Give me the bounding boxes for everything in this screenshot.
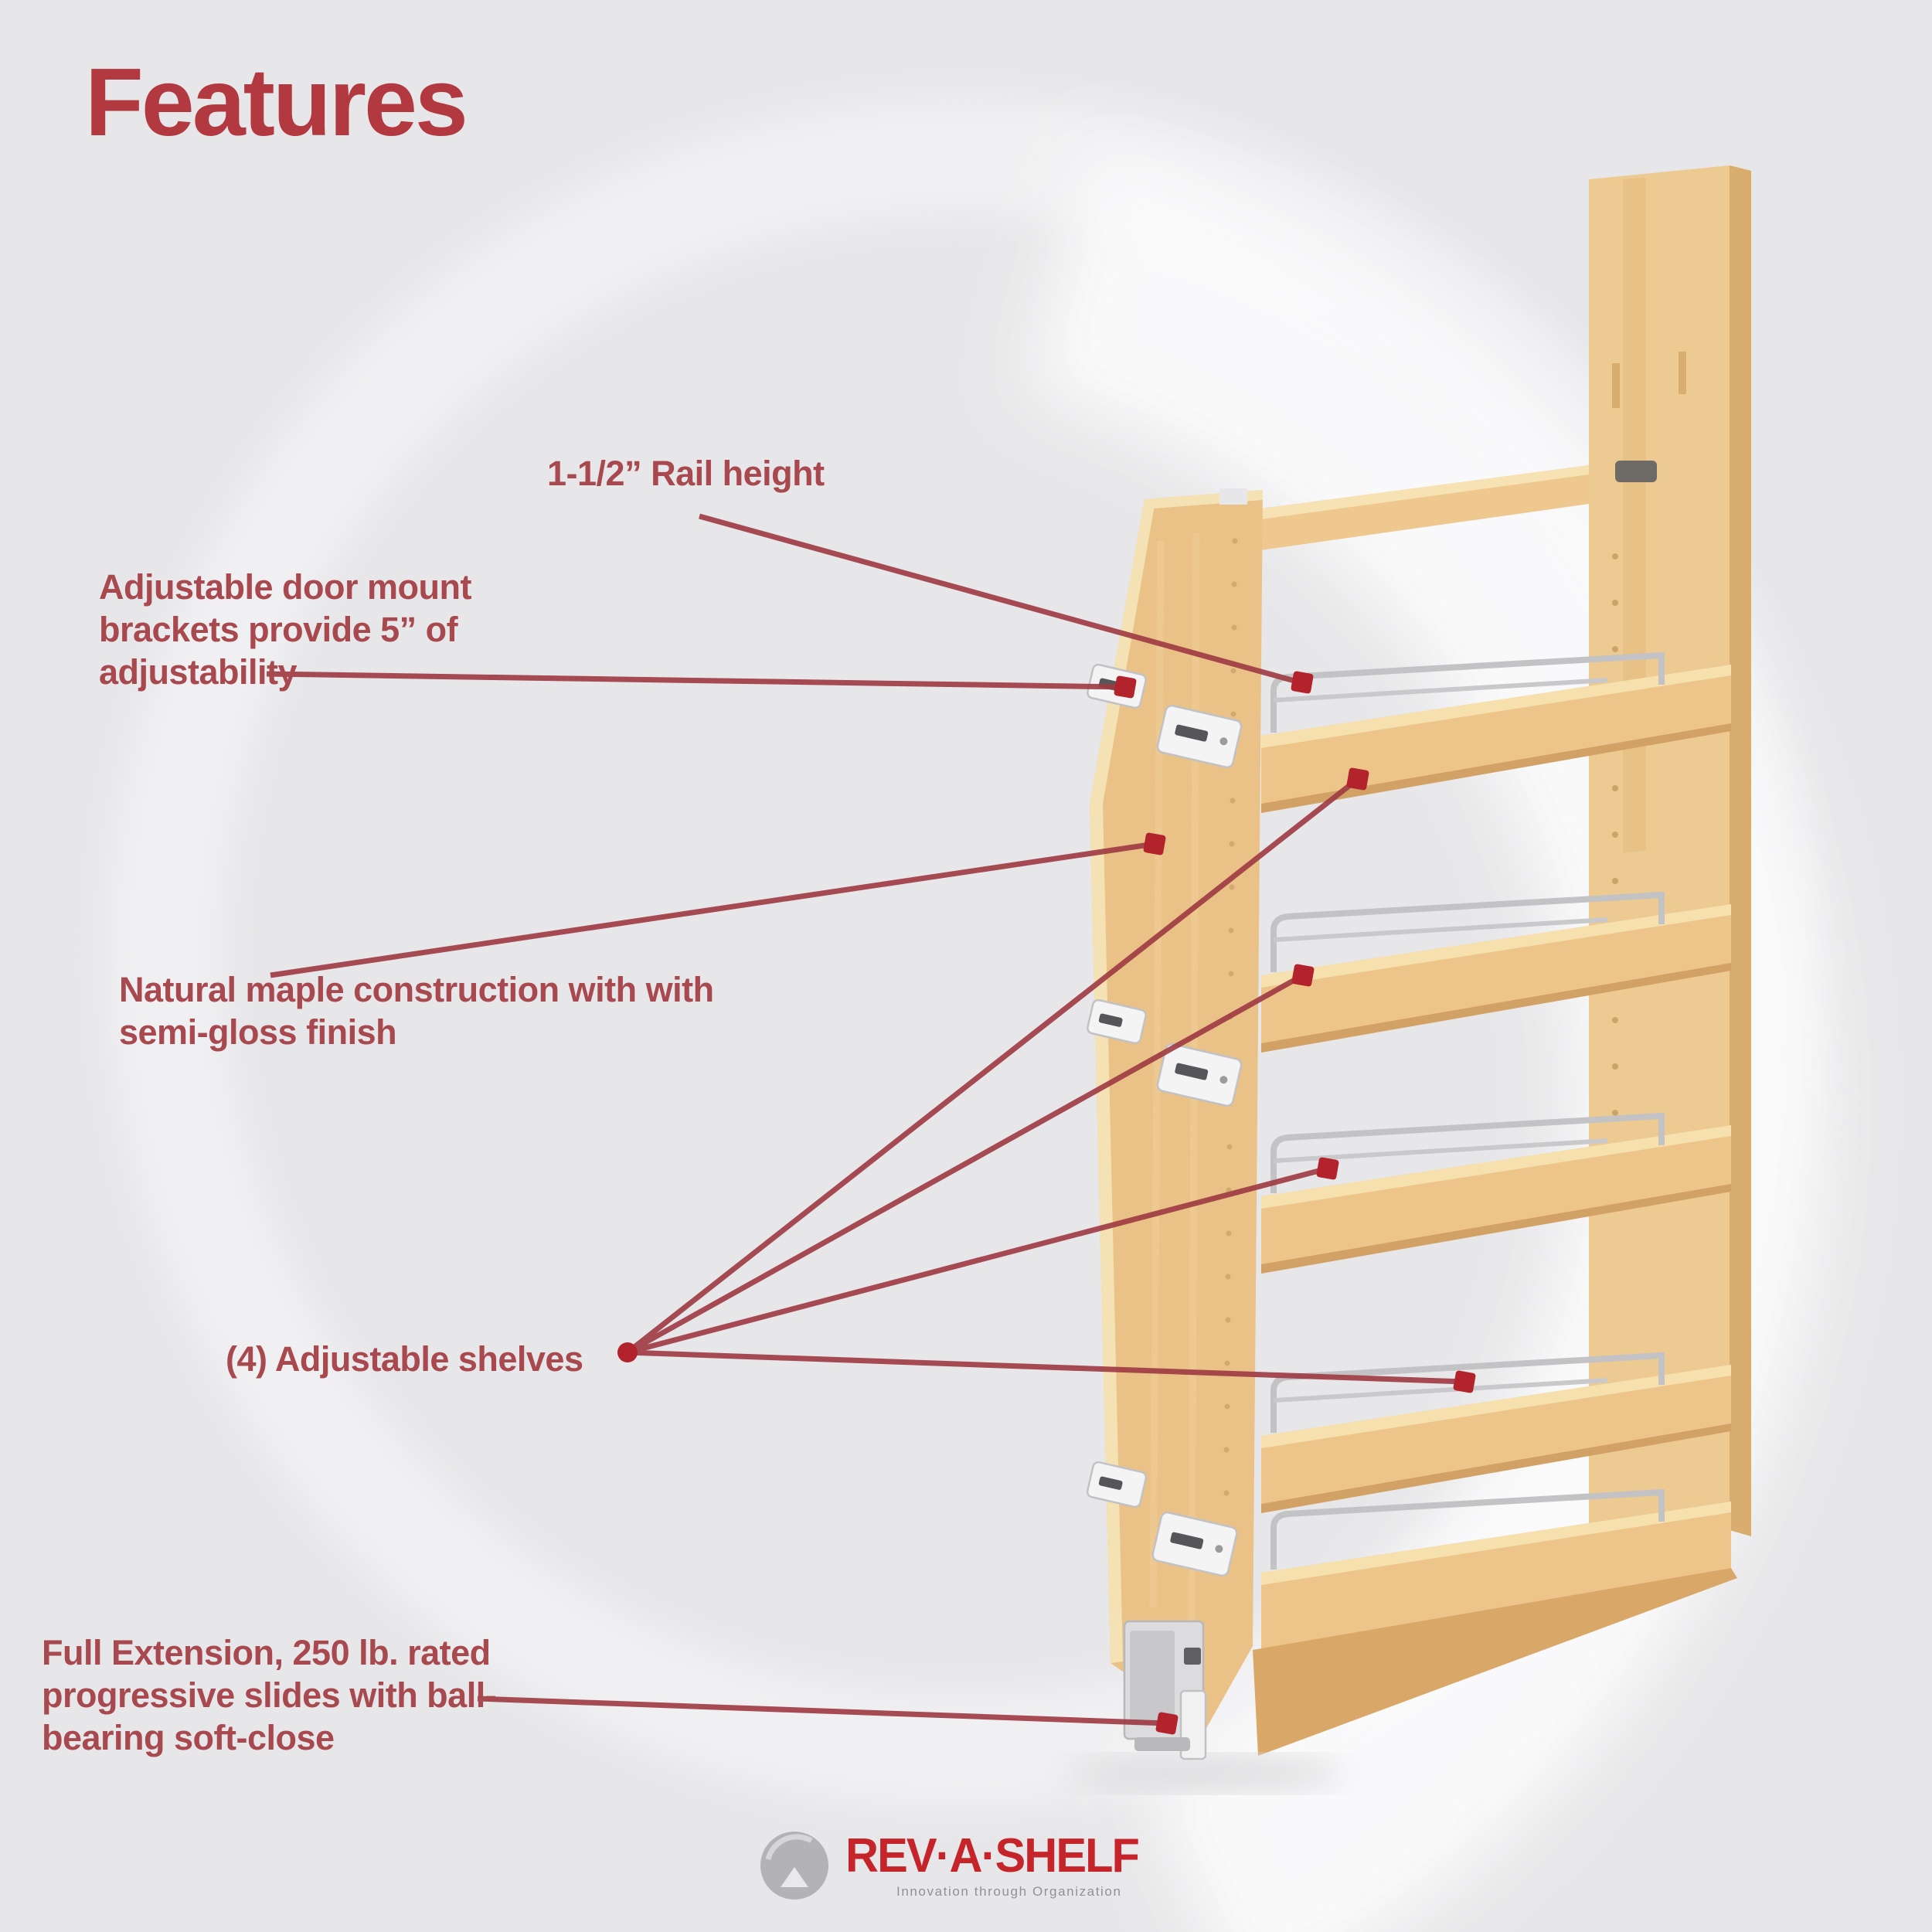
- front-panel-notch: [1219, 488, 1247, 505]
- base-chrome-rail: [1270, 1488, 1665, 1570]
- shelf-band-shadow: [1261, 723, 1731, 813]
- door-mount-panel-grain: [1623, 178, 1646, 853]
- leader-slides: [477, 1696, 1168, 1726]
- leader-lines: [266, 513, 1465, 1726]
- base-underside: [1253, 1568, 1737, 1756]
- shelf-band: [1261, 1365, 1731, 1513]
- leader-door-mount: [266, 671, 1126, 690]
- callout-slides: Full Extension, 250 lb. rated progressiv…: [42, 1632, 497, 1760]
- top-rail: [1250, 465, 1589, 552]
- shelf-pin: [1612, 363, 1620, 408]
- callout-line: (4) Adjustable shelves: [226, 1339, 583, 1379]
- leader-shelf-4: [627, 1349, 1465, 1385]
- callout-adjustable-shelves: (4) Adjustable shelves: [226, 1338, 583, 1381]
- door-mount-bracket-pair: [1086, 1461, 1238, 1577]
- leader-shelf-2: [626, 972, 1304, 1355]
- callout-door-mount-brackets: Adjustable door mount brackets provide 5…: [99, 566, 471, 694]
- callout-line: semi-gloss finish: [119, 1012, 397, 1052]
- leader-shelf-3: [627, 1165, 1328, 1355]
- shelf-chrome-rail-lower: [1273, 678, 1608, 702]
- shelf-band-top: [1261, 1365, 1731, 1448]
- top-rail-highlight: [1250, 465, 1589, 521]
- base-band: [1261, 1502, 1731, 1650]
- leader-maple: [270, 841, 1155, 978]
- callout-line: 1-1/2” Rail height: [547, 454, 825, 493]
- brand-wordmark: REV·A·SHELF: [845, 1829, 1140, 1883]
- front-panel: [1090, 490, 1263, 1730]
- shelf-pin: [1679, 352, 1686, 394]
- callout-maple-construction: Natural maple construction with with sem…: [119, 969, 714, 1054]
- shelf-chrome-rail-lower: [1273, 1138, 1608, 1163]
- callout-line: brackets provide 5” of: [99, 609, 458, 649]
- shelf-band-shadow: [1261, 1423, 1731, 1513]
- slide-mechanism: [1123, 1620, 1207, 1760]
- shelf-band: [1261, 665, 1731, 813]
- shelf-band: [1261, 904, 1731, 1053]
- front-panel-left-edge: [1090, 499, 1155, 1663]
- callout-line: Natural maple construction with with: [119, 970, 714, 1009]
- shelf-band-top: [1261, 904, 1731, 988]
- shelf-band-top: [1261, 665, 1731, 748]
- leader-shelf-1: [625, 777, 1360, 1355]
- door-mount-bracket-pair: [1087, 998, 1243, 1107]
- shelf-chrome-rail: [1270, 891, 1665, 972]
- door-mount-panel-edge: [1730, 165, 1751, 1536]
- leader-rail-height: [699, 513, 1304, 686]
- shelf-band-top: [1261, 1125, 1731, 1209]
- shelf-band: [1261, 1125, 1731, 1274]
- callout-line: progressive slides with ball-: [42, 1675, 497, 1715]
- brand-tagline: Innovation through Organization: [896, 1884, 1122, 1899]
- callout-line: bearing soft-close: [42, 1717, 335, 1757]
- floor-shadow: [1066, 1758, 1345, 1789]
- shelf-chrome-rail-lower: [1273, 1378, 1608, 1403]
- shelf-chrome-rail: [1270, 1112, 1665, 1193]
- page-title: Features: [85, 49, 468, 156]
- base-band-top: [1261, 1502, 1731, 1585]
- rev-a-shelf-icon: [760, 1832, 828, 1900]
- shelf-chrome-rail-lower: [1273, 917, 1608, 942]
- leader-dots: [617, 671, 1476, 1735]
- shelf-band-shadow: [1261, 1184, 1731, 1274]
- callout-line: Adjustable door mount: [99, 567, 471, 607]
- callout-rail-height: 1-1/2” Rail height: [547, 453, 825, 495]
- brand-logo: REV·A·SHELF Innovation through Organizat…: [742, 1818, 1206, 1918]
- door-mount-panel: [1589, 165, 1730, 1555]
- shelf-band-shadow: [1261, 963, 1731, 1053]
- pantry-pullout-illustration: [266, 165, 1751, 1789]
- callout-line: Full Extension, 250 lb. rated: [42, 1633, 491, 1672]
- callout-line: adjustability: [99, 651, 298, 692]
- door-bumper: [1615, 461, 1657, 482]
- door-mount-bracket-pair: [1087, 663, 1243, 769]
